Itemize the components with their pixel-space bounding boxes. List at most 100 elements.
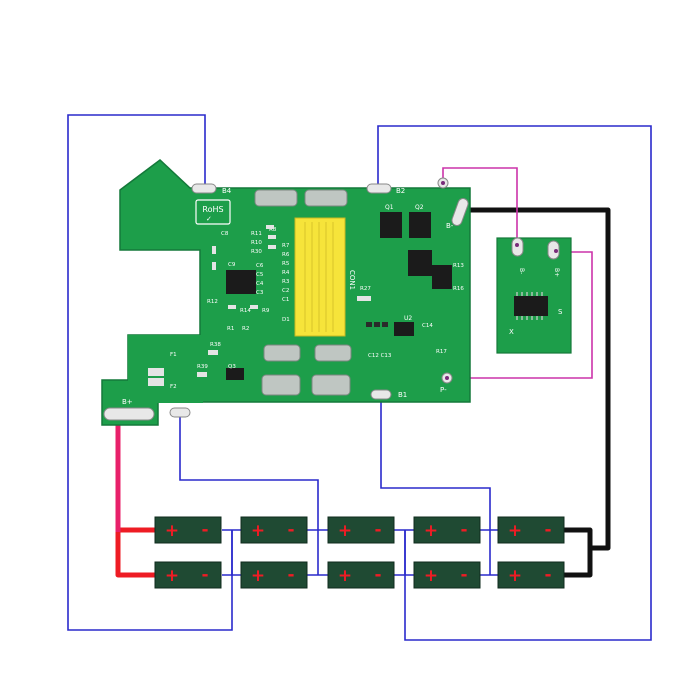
- label-u2: U2: [404, 315, 412, 322]
- pad-b3: B3: [169, 407, 207, 421]
- label-q2: Q2: [415, 204, 424, 211]
- battery-cell-minus: -: [201, 520, 208, 540]
- balancer-pcb: [496, 237, 572, 354]
- rohs-leaf-icon: ✓: [206, 215, 212, 223]
- bms-board: RoHS ✓ B4 B2 B3 B1 B+ B-: [101, 159, 471, 426]
- label-r4: R4: [282, 270, 290, 276]
- battery-cell-body: [327, 561, 395, 589]
- label-r2: R2: [242, 326, 249, 332]
- battery-cell-minus: -: [287, 565, 294, 585]
- smd-parts: [148, 225, 388, 386]
- battery-cell: +-: [240, 516, 308, 544]
- battery-cell-minus: -: [201, 565, 208, 585]
- label-r3: R3: [282, 279, 290, 285]
- battery-cell-minus: -: [460, 565, 467, 585]
- mosfet-q2: Q2: [409, 204, 431, 238]
- battery-cells: +-+-+-+-+-+-+-+-+-+-: [154, 516, 565, 589]
- battery-cell-body: [327, 516, 395, 544]
- battery-cell-plus: +: [251, 521, 265, 541]
- label-c6: C6: [256, 263, 264, 269]
- series-tap-wires: [67, 114, 652, 641]
- wire-b1: [380, 395, 491, 530]
- battery-cell-body: [154, 516, 222, 544]
- label-r5: R5: [282, 261, 290, 267]
- battery-cell-body: [497, 561, 565, 589]
- pad-b4-label: B4: [222, 187, 232, 195]
- label-r7: R7: [282, 243, 290, 249]
- balance-wires: [442, 167, 593, 379]
- balancer-pad-bminus: B-: [511, 237, 525, 274]
- battery-cell-plus: +: [338, 566, 352, 586]
- label-c1: C1: [282, 297, 289, 303]
- label-r16: R16: [453, 286, 464, 292]
- label-r11: R11: [251, 231, 262, 237]
- ic-u2: U2: [394, 315, 414, 336]
- label-c9: C9: [228, 262, 236, 268]
- pad-b3-label: B3: [198, 413, 207, 421]
- label-r1: R1: [227, 326, 234, 332]
- battery-cell: +-: [413, 516, 481, 544]
- balancer-marking-s: S: [558, 308, 563, 316]
- wire-b3: [179, 412, 319, 530]
- rohs-label: RoHS: [202, 205, 223, 214]
- pad-bminus-label: B-: [446, 222, 454, 230]
- battery-cell: +-: [327, 516, 395, 544]
- battery-cell-plus: +: [424, 521, 438, 541]
- balancer-marking-x: X: [509, 328, 514, 336]
- label-c5: C5: [256, 272, 264, 278]
- label-f1: F1: [170, 352, 177, 358]
- label-c4: C4: [256, 281, 264, 287]
- label-c2: C2: [282, 288, 289, 294]
- battery-cell-minus: -: [460, 520, 467, 540]
- pad-pminus: P-: [440, 372, 453, 394]
- battery-cell-plus: +: [338, 521, 352, 541]
- balancer-bminus-label: B-: [518, 268, 525, 274]
- rohs-badge: RoHS ✓: [195, 199, 231, 225]
- battery-cell: +-: [154, 516, 222, 544]
- pad-b4: B4: [191, 183, 232, 195]
- pad-pminus-label: P-: [440, 386, 447, 394]
- battery-cell-minus: -: [374, 565, 381, 585]
- pcb-fuse-tab: [128, 335, 203, 403]
- balancer-bplus-label: B+: [553, 268, 560, 277]
- battery-cell-plus: +: [165, 566, 179, 586]
- battery-cell-plus: +: [251, 566, 265, 586]
- battery-cell: +-: [413, 561, 481, 589]
- terminal-clips: [254, 189, 352, 396]
- label-r38: R38: [210, 342, 221, 348]
- mosfet-q-lower: [408, 250, 452, 289]
- label-f2: F2: [170, 384, 177, 390]
- ic-q3: [226, 368, 244, 380]
- label-r6: R6: [282, 252, 290, 258]
- battery-cell: +-: [497, 561, 565, 589]
- battery-cell-plus: +: [165, 521, 179, 541]
- main-negative-wire: [458, 207, 611, 578]
- connector-con1: CON1: [294, 217, 356, 337]
- label-c8: C8: [221, 231, 229, 237]
- pad-b2-label: B2: [396, 187, 405, 195]
- pad-bplus-label: B+: [122, 398, 133, 406]
- wire-b2: [377, 125, 652, 641]
- battery-cell-body: [413, 516, 481, 544]
- battery-cell: +-: [154, 561, 222, 589]
- label-r30: R30: [251, 249, 262, 255]
- connector-label: CON1: [348, 270, 356, 290]
- label-r10: R10: [251, 240, 262, 246]
- label-c12c13: C12 C13: [368, 353, 392, 359]
- balancer-pad-bplus: B+: [547, 240, 560, 277]
- component-labels: R13 R16 R27 C14 C12 C13 R17 R8 R11 R10 R…: [170, 227, 464, 390]
- battery-cell-body: [154, 561, 222, 589]
- main-positive-wire: [115, 527, 155, 578]
- battery-cell-minus: -: [544, 520, 551, 540]
- balance-wire-bplus: [447, 251, 593, 379]
- label-r39: R39: [197, 364, 208, 370]
- label-r8: R8: [269, 227, 277, 233]
- label-d1: D1: [282, 317, 290, 323]
- label-r9: R9: [262, 308, 270, 314]
- battery-cell-plus: +: [424, 566, 438, 586]
- battery-cell-plus: +: [508, 521, 522, 541]
- battery-cell-minus: -: [287, 520, 294, 540]
- battery-cell-minus: -: [544, 565, 551, 585]
- battery-cell-body: [413, 561, 481, 589]
